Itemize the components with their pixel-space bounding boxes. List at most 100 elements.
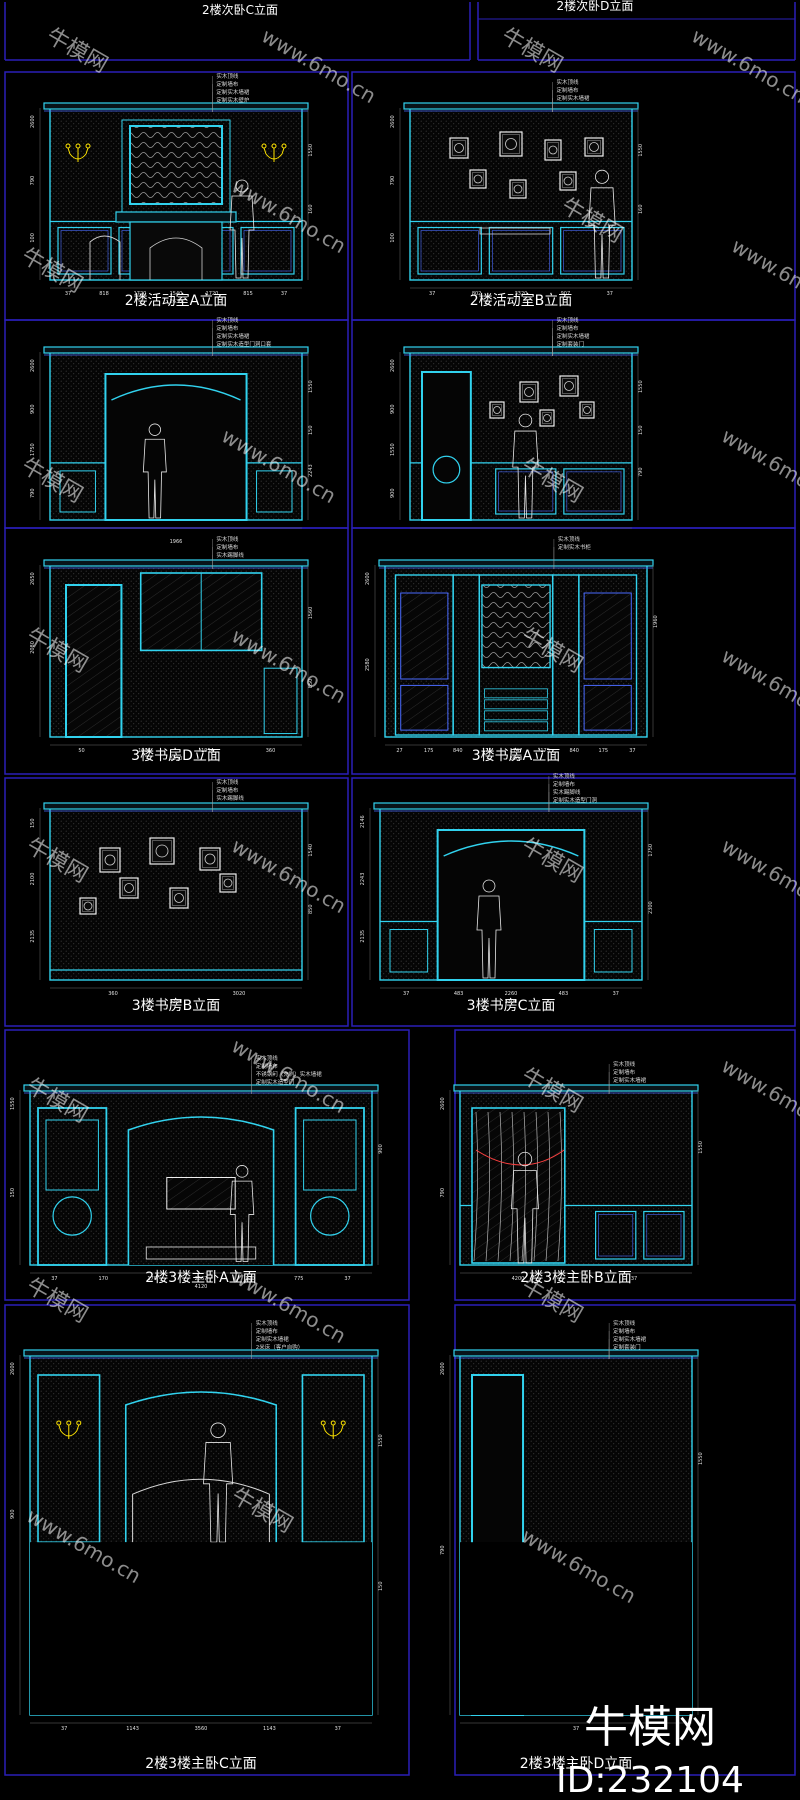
callout-note: 定制实木壁炉 xyxy=(216,96,250,104)
callout-note: 实木顶线 xyxy=(216,316,239,324)
bookcase-bay xyxy=(578,574,638,736)
window-curtain xyxy=(471,1107,566,1264)
wall-picture xyxy=(449,137,469,159)
dimension-vertical: 2146 xyxy=(360,815,366,828)
mirror-frame xyxy=(129,125,223,205)
dimension-horizontal: 37 xyxy=(573,1726,579,1732)
wainscot-panel xyxy=(488,226,554,275)
callout-note: 实木踢脚线 xyxy=(553,788,581,796)
dimension-horizontal: 1720 xyxy=(206,291,219,297)
dimension-horizontal: 2567 xyxy=(195,1276,208,1282)
wainscot-panel xyxy=(417,226,482,275)
watermark-brand: 牛模网 xyxy=(497,24,567,79)
callout-note: 定制实木墙裙 xyxy=(256,1335,290,1343)
wall-picture xyxy=(509,179,527,199)
dimension-vertical: 790 xyxy=(30,176,36,186)
callout-note: 实木顶线 xyxy=(613,1060,636,1068)
crown-moulding xyxy=(43,102,309,110)
dimension-vertical: 790 xyxy=(440,1188,446,1198)
watermark-url: www.6mo.cn xyxy=(718,834,800,919)
dimension-horizontal: 1006 xyxy=(138,748,151,754)
dimension-horizontal: 1540 xyxy=(170,291,183,297)
dimension-vertical: 1550 xyxy=(10,1097,16,1110)
wall-sconce xyxy=(320,1420,346,1439)
dimension-total: 4120 xyxy=(195,1284,208,1290)
dimension-total: 3600 xyxy=(510,756,523,762)
dimension-horizontal: 37 xyxy=(429,291,435,297)
wainscot-inner xyxy=(498,471,554,512)
sheet-frame xyxy=(454,1029,796,1301)
dimension-horizontal: 175 xyxy=(540,748,550,754)
dimension-vertical: 160 xyxy=(308,204,314,214)
sheet-frames xyxy=(4,71,796,1776)
wall-picture xyxy=(169,887,189,909)
dimension-vertical: 150 xyxy=(30,818,36,828)
crown-moulding xyxy=(373,802,649,810)
dimension-total: 2630 xyxy=(170,299,183,305)
wainscot-inner xyxy=(563,230,622,272)
dimension-vertical: 100 xyxy=(390,233,396,243)
crown-moulding xyxy=(453,1084,699,1092)
dimension-vertical: 160 xyxy=(638,204,644,214)
elevation-panel: 实木顶线定制墙布实木踢脚线定制实木造型门洞2146175022432300213… xyxy=(360,772,654,1014)
wainscot-inner xyxy=(646,1214,682,1257)
dimension-vertical: 790 xyxy=(30,488,36,498)
watermark-url: www.6mo.cn xyxy=(718,424,800,509)
callout-note: 定制实木墙裙 xyxy=(557,94,591,102)
sheet-frame xyxy=(454,1304,796,1776)
fireplace xyxy=(129,221,223,281)
callout-note: 定制墙布 xyxy=(557,86,580,94)
dimension-vertical: 900 xyxy=(390,488,396,498)
dimension-horizontal: 37 xyxy=(607,291,613,297)
wainscot-panel xyxy=(563,468,625,515)
dimension-horizontal: 3020 xyxy=(233,991,246,997)
dimension-vertical: 900 xyxy=(378,1144,384,1154)
callout-note: 不锈钢门（充刷）实木墙裙 xyxy=(256,1070,323,1078)
door xyxy=(421,371,472,521)
panel-title: 3楼书房C立面 xyxy=(467,998,556,1014)
wall-picture xyxy=(499,131,523,157)
dimension-horizontal: 360 xyxy=(266,748,276,754)
crown-moulding xyxy=(23,1349,379,1357)
crown-moulding xyxy=(403,346,639,354)
panel-title: 2楼活动室A立面 xyxy=(125,292,227,309)
dimension-horizontal: 2260 xyxy=(505,991,518,997)
human-figure xyxy=(510,1151,539,1264)
callout-note: 定制墙布 xyxy=(557,324,580,332)
tv-cabinet xyxy=(145,1246,257,1260)
dimension-total: 3300 xyxy=(505,999,518,1005)
watermark-url: www.6mo.cn xyxy=(728,234,800,319)
wall-pilaster-panel xyxy=(37,1107,108,1266)
human-figure xyxy=(476,879,502,979)
wall-picture xyxy=(489,401,505,419)
arched-opening xyxy=(436,829,586,981)
dimension-horizontal: 3560 xyxy=(195,1726,208,1732)
callout-note: 实木顶线 xyxy=(216,778,239,786)
dimension-vertical: 1750 xyxy=(648,844,654,857)
armchair xyxy=(89,235,121,280)
wall-picture xyxy=(149,837,175,865)
dimension-vertical: 2650 xyxy=(30,572,36,585)
wall-picture xyxy=(199,847,221,871)
wainscot-panel xyxy=(495,468,557,515)
wainscot-inner xyxy=(60,230,109,272)
callout-note: 2米床（客户自购） xyxy=(256,1343,304,1351)
wall-picture xyxy=(579,401,595,419)
callout-note: 定制实木造型门 xyxy=(256,1078,295,1086)
dimension-vertical: 1750 xyxy=(30,443,36,456)
human-figure xyxy=(229,1165,255,1262)
dimension-total: 3380 xyxy=(170,999,183,1005)
callout-note: 定制实木墙裙 xyxy=(216,88,250,96)
bed-headboard-arch xyxy=(124,1391,278,1543)
panel-title: 3楼书房B立面 xyxy=(132,998,221,1014)
dimension-horizontal: 1954 xyxy=(201,748,214,754)
dimension-total: 1966 xyxy=(170,539,183,545)
wall-picture xyxy=(539,409,555,427)
panel-title: 2楼3楼主卧B立面 xyxy=(520,1270,631,1286)
